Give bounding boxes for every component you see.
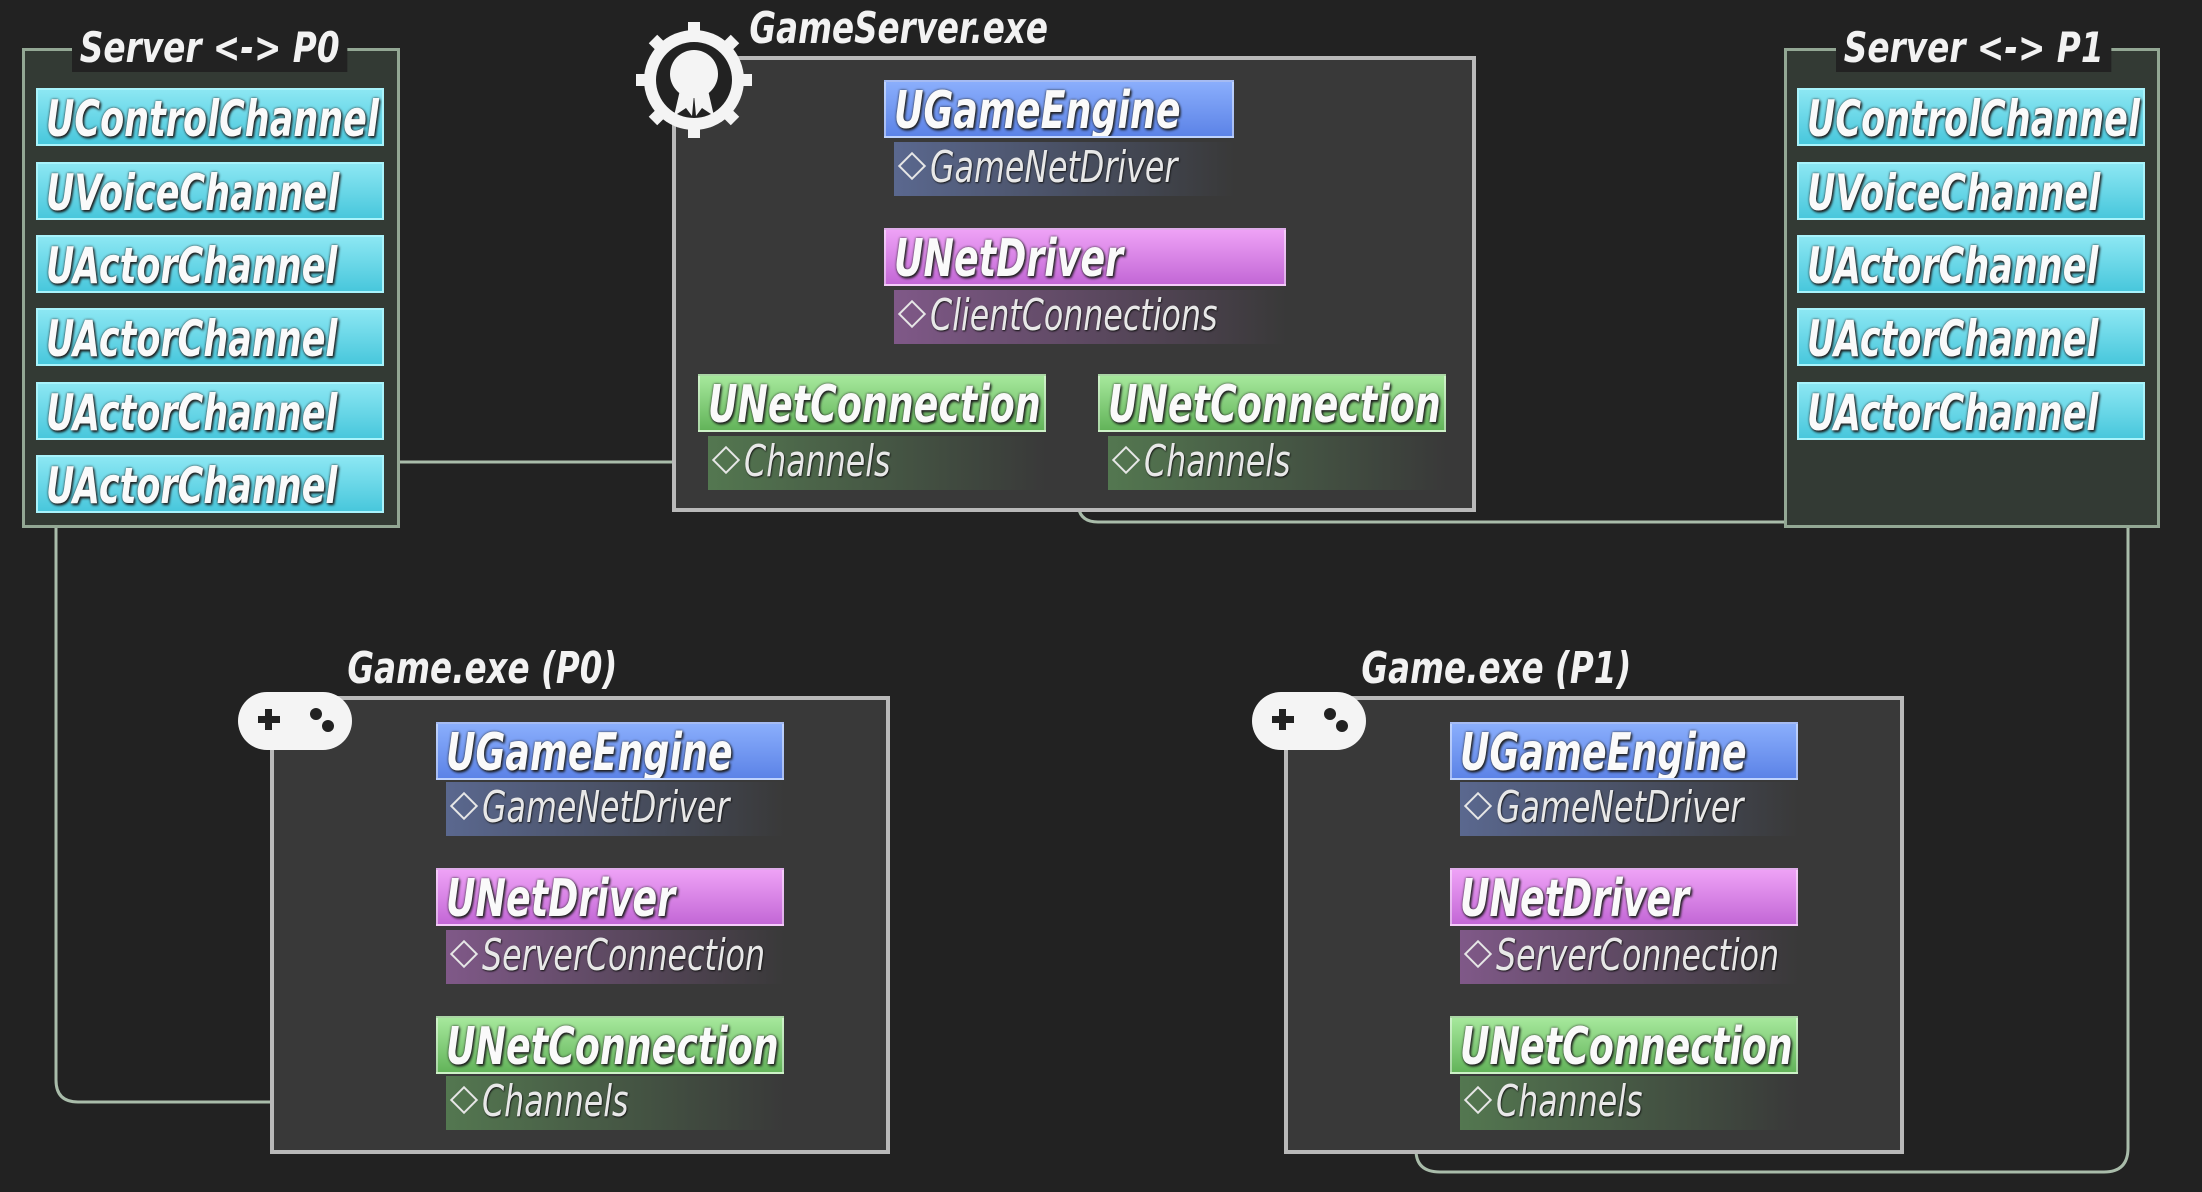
server-p1-channel[interactable]: UVoiceChannel xyxy=(1797,162,2145,220)
game-p1-netdriver-prop[interactable]: ServerConnection xyxy=(1460,930,1798,984)
netdriver-label: UNetDriver xyxy=(894,229,1124,286)
diamond-icon xyxy=(449,791,479,821)
connection-label: UNetConnection xyxy=(708,375,1041,432)
diamond-icon xyxy=(711,445,741,475)
prop-label: GameNetDriver xyxy=(1496,782,1744,833)
server-p0-channel[interactable]: UControlChannel xyxy=(36,88,384,146)
prop-label: Channels xyxy=(1496,1076,1643,1127)
prop-label: ClientConnections xyxy=(930,290,1218,341)
gameserver-netdriver-prop[interactable]: ClientConnections xyxy=(894,290,1286,344)
server-p0-channel[interactable]: UActorChannel xyxy=(36,235,384,293)
channel-label: UControlChannel xyxy=(1807,90,2140,146)
game-p0-netdriver-node[interactable]: UNetDriver xyxy=(436,868,784,926)
game-p0-netdriver-prop[interactable]: ServerConnection xyxy=(446,930,784,984)
game-p0-engine-node[interactable]: UGameEngine xyxy=(436,722,784,780)
engine-label: UGameEngine xyxy=(1460,723,1747,780)
netdriver-label: UNetDriver xyxy=(446,869,676,926)
game-p1-netdriver-node[interactable]: UNetDriver xyxy=(1450,868,1798,926)
channel-label: UActorChannel xyxy=(46,310,338,366)
game-p0-connection-prop[interactable]: Channels xyxy=(446,1076,784,1130)
prop-label: ServerConnection xyxy=(1496,930,1780,981)
server-p0-channel[interactable]: UVoiceChannel xyxy=(36,162,384,220)
game-p1-engine-prop[interactable]: GameNetDriver xyxy=(1460,782,1798,836)
ribbon-badge-icon xyxy=(636,22,752,138)
gameserver-netdriver-node[interactable]: UNetDriver xyxy=(884,228,1286,286)
wire-p0-group-to-game-p0 xyxy=(54,528,450,1104)
netdriver-label: UNetDriver xyxy=(1460,869,1690,926)
gamepad-icon xyxy=(1252,692,1366,750)
connection-label: UNetConnection xyxy=(1108,375,1441,432)
game-p0-title: Game.exe (P0) xyxy=(340,644,625,694)
diamond-icon xyxy=(449,1085,479,1115)
diamond-icon xyxy=(897,151,927,181)
game-p1-connection-prop[interactable]: Channels xyxy=(1460,1076,1798,1130)
server-p0-channel[interactable]: UActorChannel xyxy=(36,455,384,513)
diamond-icon xyxy=(1463,1085,1493,1115)
gameserver-connection-prop[interactable]: Channels xyxy=(1108,436,1446,490)
connection-label: UNetConnection xyxy=(1460,1017,1793,1074)
channel-label: UControlChannel xyxy=(46,90,379,146)
channel-label: UActorChannel xyxy=(1807,384,2099,440)
gameserver-connection-node[interactable]: UNetConnection xyxy=(1098,374,1446,432)
server-p1-channel[interactable]: UActorChannel xyxy=(1797,235,2145,293)
game-p0-engine-prop[interactable]: GameNetDriver xyxy=(446,782,784,836)
prop-label: Channels xyxy=(482,1076,629,1127)
channel-label: UVoiceChannel xyxy=(1807,164,2101,220)
game-p1-engine-node[interactable]: UGameEngine xyxy=(1450,722,1798,780)
diamond-icon xyxy=(1111,445,1141,475)
prop-label: Channels xyxy=(1144,436,1291,487)
prop-label: Channels xyxy=(744,436,891,487)
gameserver-connection-prop[interactable]: Channels xyxy=(708,436,1046,490)
diamond-icon xyxy=(449,939,479,969)
channel-label: UActorChannel xyxy=(1807,310,2099,366)
prop-label: ServerConnection xyxy=(482,930,766,981)
diamond-icon xyxy=(1463,791,1493,821)
game-p1-title: Game.exe (P1) xyxy=(1354,644,1639,694)
channel-label: UVoiceChannel xyxy=(46,164,340,220)
server-p0-channel[interactable]: UActorChannel xyxy=(36,308,384,366)
server-p1-channel[interactable]: UActorChannel xyxy=(1797,308,2145,366)
engine-label: UGameEngine xyxy=(894,81,1181,138)
gameserver-connection-node[interactable]: UNetConnection xyxy=(698,374,1046,432)
prop-label: GameNetDriver xyxy=(482,782,730,833)
game-p1-connection-node[interactable]: UNetConnection xyxy=(1450,1016,1798,1074)
channel-label: UActorChannel xyxy=(46,384,338,440)
gameserver-engine-prop[interactable]: GameNetDriver xyxy=(894,142,1234,196)
server-p0-channel[interactable]: UActorChannel xyxy=(36,382,384,440)
server-p1-channel[interactable]: UActorChannel xyxy=(1797,382,2145,440)
gameserver-engine-node[interactable]: UGameEngine xyxy=(884,80,1234,138)
server-p1-channel[interactable]: UControlChannel xyxy=(1797,88,2145,146)
channel-label: UActorChannel xyxy=(1807,237,2099,293)
server-p1-title: Server <-> P1 xyxy=(1836,24,2112,72)
engine-label: UGameEngine xyxy=(446,723,733,780)
prop-label: GameNetDriver xyxy=(930,142,1178,193)
server-p0-title: Server <-> P0 xyxy=(72,24,348,72)
gameserver-title: GameServer.exe xyxy=(742,4,1056,54)
game-p0-connection-node[interactable]: UNetConnection xyxy=(436,1016,784,1074)
diamond-icon xyxy=(897,299,927,329)
gamepad-icon xyxy=(238,692,352,750)
channel-label: UActorChannel xyxy=(46,237,338,293)
channel-label: UActorChannel xyxy=(46,457,338,513)
diamond-icon xyxy=(1463,939,1493,969)
connection-label: UNetConnection xyxy=(446,1017,779,1074)
